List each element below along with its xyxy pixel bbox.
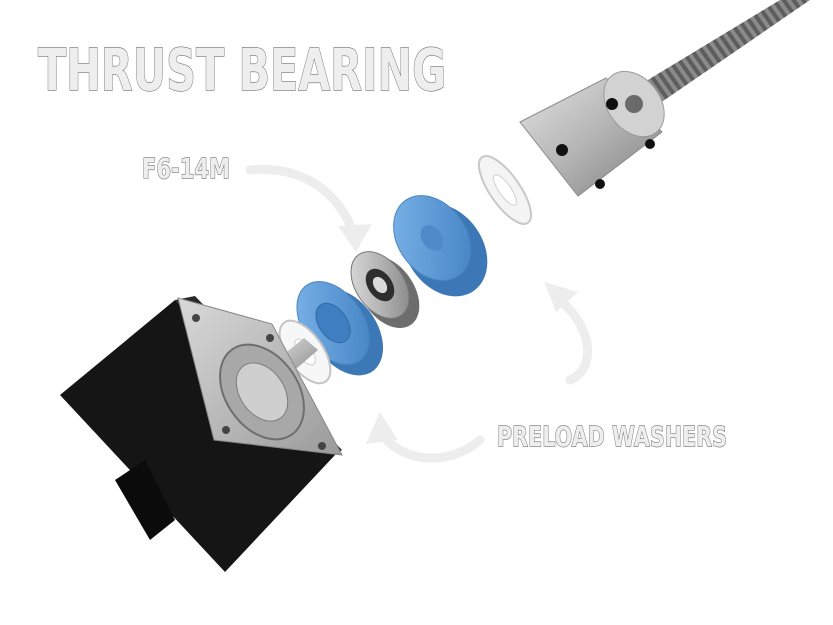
thrust-bearing-icon bbox=[350, 251, 420, 329]
spacer-icon bbox=[393, 195, 488, 297]
diagram-title: THRUST BEARING bbox=[38, 36, 446, 104]
coupler-icon bbox=[519, 70, 665, 197]
washers-arrow-upper-head bbox=[544, 282, 578, 312]
washers-label: PRELOAD WASHERS bbox=[497, 420, 727, 453]
bearing-label: F6-14M bbox=[142, 152, 230, 185]
washers-arrow-lower-head bbox=[366, 412, 398, 444]
bearing-arrow-head bbox=[338, 224, 372, 252]
washers-arrow-lower bbox=[375, 425, 485, 463]
washer-icon bbox=[477, 155, 533, 225]
bearing-arrow bbox=[245, 164, 360, 243]
lead-screw-icon bbox=[628, 0, 810, 110]
stepper-motor-icon bbox=[60, 296, 343, 572]
washers-arrow-upper bbox=[555, 295, 593, 385]
